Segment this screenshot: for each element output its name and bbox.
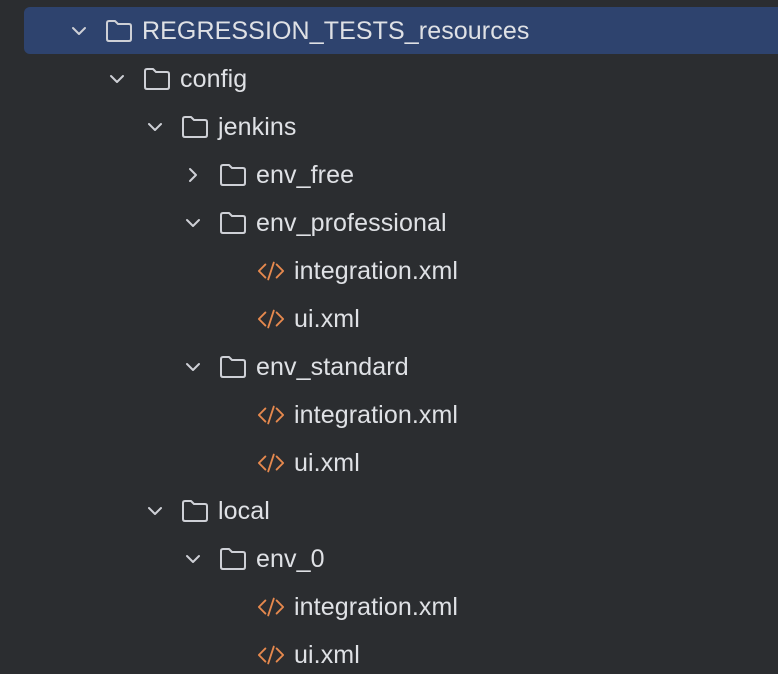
tree-item-label: config: [180, 64, 248, 93]
tree-item-label: ui.xml: [294, 640, 360, 669]
chevron-down-icon[interactable]: [181, 547, 205, 571]
folder-icon: [105, 17, 133, 45]
tree-item-label: env_standard: [256, 352, 409, 381]
tree-row-env-standard[interactable]: env_standard: [0, 343, 778, 391]
chevron-right-icon[interactable]: [181, 163, 205, 187]
xml-file-icon: [257, 401, 285, 429]
xml-file-icon: [257, 641, 285, 669]
folder-icon: [181, 497, 209, 525]
chevron-down-icon[interactable]: [105, 67, 129, 91]
chevron-down-icon[interactable]: [181, 211, 205, 235]
tree-item-label: REGRESSION_TESTS_resources: [142, 16, 530, 45]
tree-item-label: ui.xml: [294, 304, 360, 333]
tree-row-env-professional[interactable]: env_professional: [0, 199, 778, 247]
xml-file-icon: [257, 257, 285, 285]
chevron-down-icon[interactable]: [143, 499, 167, 523]
folder-icon: [143, 65, 171, 93]
tree-row-local[interactable]: local: [0, 487, 778, 535]
tree-row-config[interactable]: config: [0, 55, 778, 103]
tree-row-integration-xml[interactable]: integration.xml: [0, 391, 778, 439]
tree-item-label: ui.xml: [294, 448, 360, 477]
tree-row-env-0[interactable]: env_0: [0, 535, 778, 583]
xml-file-icon: [257, 593, 285, 621]
tree-row-integration-xml[interactable]: integration.xml: [0, 583, 778, 631]
chevron-down-icon[interactable]: [143, 115, 167, 139]
xml-file-icon: [257, 305, 285, 333]
tree-row-env-free[interactable]: env_free: [0, 151, 778, 199]
folder-icon: [219, 353, 247, 381]
selection-highlight: [24, 7, 778, 54]
tree-row-ui-xml[interactable]: ui.xml: [0, 295, 778, 343]
chevron-down-icon[interactable]: [181, 355, 205, 379]
folder-icon: [181, 113, 209, 141]
tree-item-label: jenkins: [218, 112, 297, 141]
chevron-down-icon[interactable]: [67, 19, 91, 43]
tree-item-label: local: [218, 496, 270, 525]
tree-row-jenkins[interactable]: jenkins: [0, 103, 778, 151]
tree-item-label: env_professional: [256, 208, 447, 237]
tree-item-label: integration.xml: [294, 592, 459, 621]
folder-icon: [219, 209, 247, 237]
tree-item-label: env_0: [256, 544, 325, 573]
tree-row-regression-tests-resources[interactable]: REGRESSION_TESTS_resources: [0, 7, 778, 55]
tree-item-label: integration.xml: [294, 256, 459, 285]
tree-item-label: env_free: [256, 160, 355, 189]
tree-row-ui-xml[interactable]: ui.xml: [0, 631, 778, 674]
folder-icon: [219, 545, 247, 573]
tree-row-integration-xml[interactable]: integration.xml: [0, 247, 778, 295]
folder-icon: [219, 161, 247, 189]
tree-item-label: integration.xml: [294, 400, 459, 429]
xml-file-icon: [257, 449, 285, 477]
tree-row-ui-xml[interactable]: ui.xml: [0, 439, 778, 487]
